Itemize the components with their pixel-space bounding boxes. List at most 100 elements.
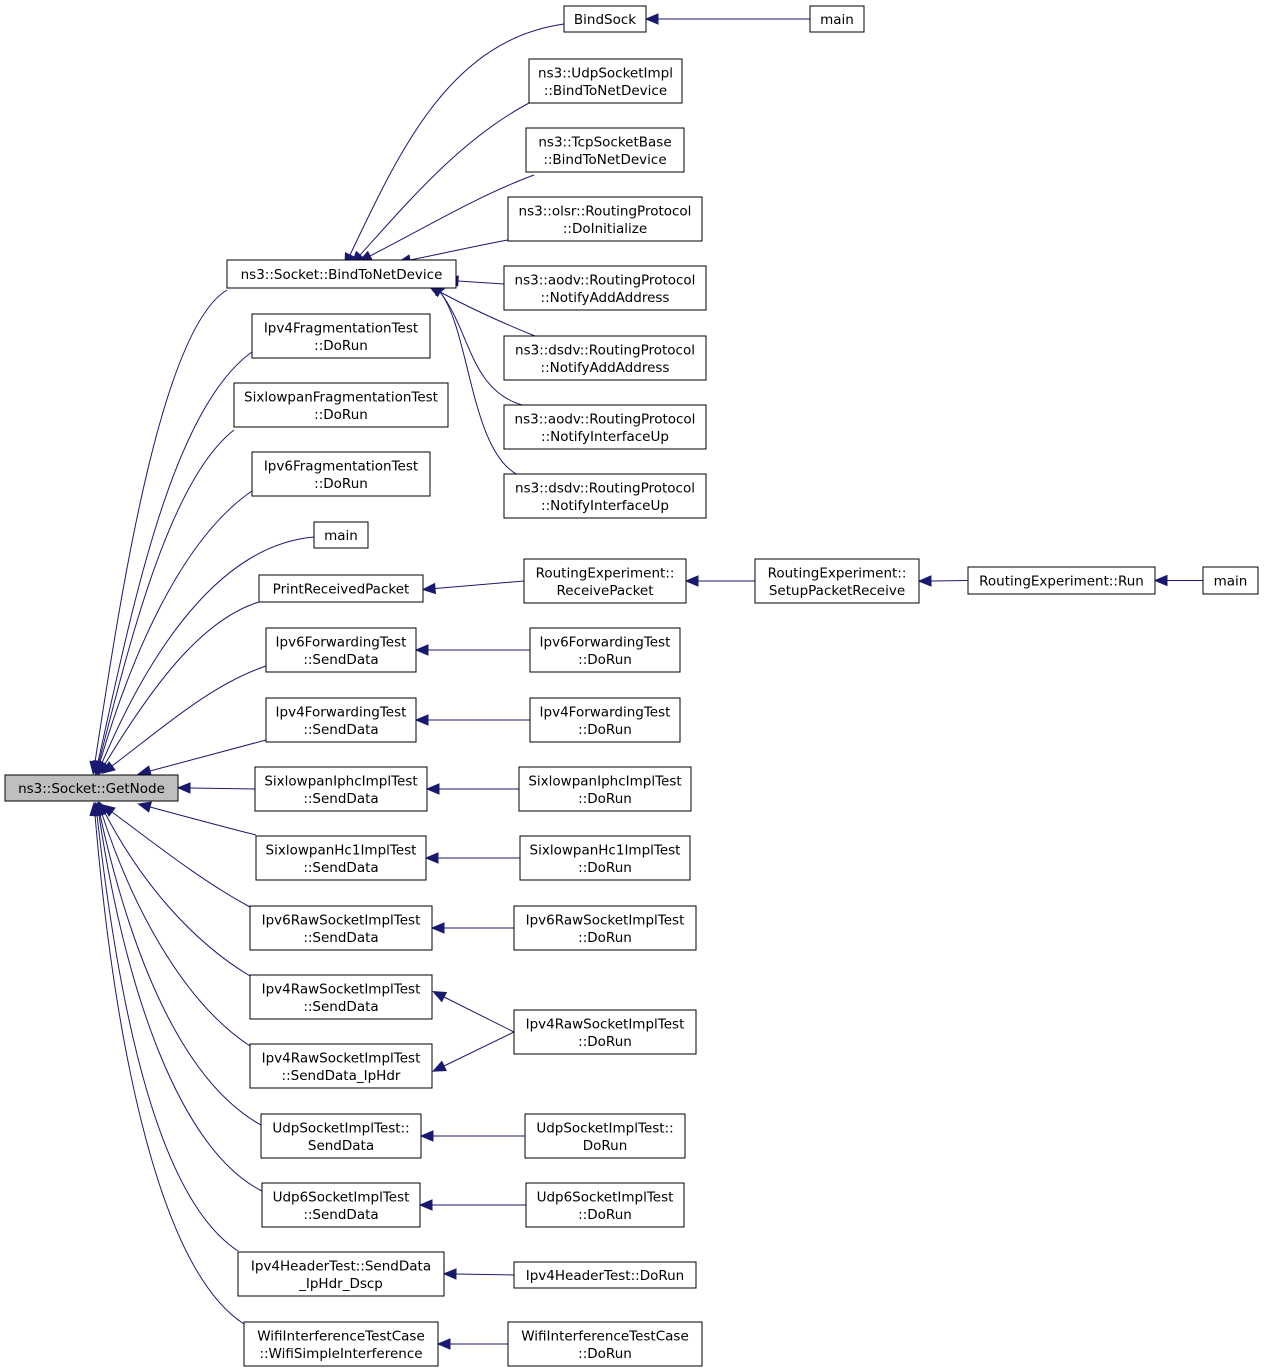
node-re_setup[interactable]: RoutingExperiment::SetupPacketReceive: [754, 558, 920, 604]
node-label: Ipv4RawSocketImplTest: [526, 1016, 685, 1032]
node-label: SixlowpanFragmentationTest: [244, 389, 438, 405]
node-label: Ipv6ForwardingTest: [276, 634, 407, 650]
node-wifi_run[interactable]: WifiInterferenceTestCase::DoRun: [507, 1321, 703, 1367]
node-label: main: [324, 528, 358, 544]
node-main_re[interactable]: main: [1202, 566, 1259, 595]
node-ipv6frag[interactable]: Ipv6FragmentationTest::DoRun: [251, 451, 431, 497]
node-olsr_init[interactable]: ns3::olsr::RoutingProtocol::DoInitialize: [507, 196, 703, 242]
nodes-layer: ns3::Socket::GetNode ns3::Socket::BindToN…: [4, 5, 1259, 1367]
node-main_bindsock[interactable]: main: [809, 5, 865, 33]
node-dsdv_addr[interactable]: ns3::dsdv::RoutingProtocol::NotifyAddAdd…: [503, 335, 707, 381]
node-label: SixlowpanHc1ImplTest: [266, 842, 417, 858]
node-label: ::SendData: [303, 860, 378, 876]
arrow-head: [432, 1060, 447, 1072]
edge-udp6_run-to-udp6_send: [418, 1199, 526, 1211]
arrow-head: [917, 575, 932, 587]
node-label: ::SendData: [303, 722, 378, 738]
node-ipv4raw_run[interactable]: Ipv4RawSocketImplTest::DoRun: [513, 1009, 697, 1055]
edge-ipv6fwd_run-to-ipv6fwd_send: [414, 644, 530, 656]
edge-ipv4hdr_run-to-ipv4hdr_send: [442, 1268, 515, 1280]
node-box: [249, 974, 433, 1020]
node-box: [528, 58, 683, 104]
node-label: _IpHdr_Dscp: [298, 1276, 383, 1292]
node-aodv_up[interactable]: ns3::aodv::RoutingProtocol::NotifyInterf…: [503, 404, 707, 450]
node-box: [233, 382, 449, 428]
node-box: [260, 1113, 422, 1159]
node-box: [249, 1043, 433, 1089]
edge-iphc_run-to-iphc_send: [425, 783, 519, 795]
node-label: UdpSocketImplTest::: [536, 1120, 673, 1136]
node-udp_send[interactable]: UdpSocketImplTest::SendData: [260, 1113, 422, 1159]
node-ipv6raw_send[interactable]: Ipv6RawSocketImplTest::SendData: [249, 905, 433, 951]
node-aodv_addr[interactable]: ns3::aodv::RoutingProtocol::NotifyAddAdd…: [503, 265, 707, 311]
edge-line: [96, 814, 239, 1252]
node-label: ::DoRun: [578, 1346, 632, 1362]
arrow-head: [424, 852, 439, 864]
node-udp6_run[interactable]: Udp6SocketImplTest::DoRun: [525, 1182, 685, 1228]
arrow-head: [436, 1338, 451, 1350]
edge-line: [98, 429, 235, 763]
node-label: main: [820, 12, 854, 28]
node-ipv4raw_send[interactable]: Ipv4RawSocketImplTest::SendData: [249, 974, 433, 1020]
node-ipv4hdr_send[interactable]: Ipv4HeaderTest::SendData_IpHdr_Dscp: [237, 1251, 445, 1297]
arrow-head: [137, 765, 152, 777]
node-iphc_send[interactable]: SixlowpanIphcImplTest::SendData: [254, 766, 428, 812]
arrow-head: [101, 761, 116, 774]
arrow-head: [442, 1268, 457, 1280]
node-label: ::DoRun: [578, 652, 632, 668]
edge-re_run-to-re_setup: [917, 575, 969, 587]
node-label: Ipv4ForwardingTest: [540, 704, 671, 720]
node-label: ::DoRun: [578, 722, 632, 738]
edge-line: [111, 811, 251, 908]
node-ipv4frag[interactable]: Ipv4FragmentationTest::DoRun: [251, 313, 431, 359]
edge-line: [359, 102, 530, 256]
arrow-head: [89, 801, 101, 816]
node-label: BindSock: [574, 12, 636, 28]
node-label: ns3::TcpSocketBase: [538, 134, 671, 150]
node-hc1_send[interactable]: SixlowpanHc1ImplTest::SendData: [255, 835, 427, 881]
node-label: ns3::Socket::BindToNetDevice: [241, 267, 443, 283]
node-re_recv[interactable]: RoutingExperiment::ReceivePacket: [523, 558, 687, 604]
node-label: ::DoRun: [314, 338, 368, 354]
node-main_mid[interactable]: main: [313, 521, 369, 549]
node-iphc_run[interactable]: SixlowpanIphcImplTest::DoRun: [518, 766, 692, 812]
node-udp_run[interactable]: UdpSocketImplTest::DoRun: [524, 1113, 686, 1159]
node-udpimpl_bind[interactable]: ns3::UdpSocketImpl::BindToNetDevice: [528, 58, 683, 104]
node-box: [524, 1113, 686, 1159]
node-box: [518, 766, 692, 812]
node-ipv6fwd_run[interactable]: Ipv6ForwardingTest::DoRun: [529, 627, 681, 673]
node-label: ReceivePacket: [556, 583, 653, 599]
node-ipv6raw_run[interactable]: Ipv6RawSocketImplTest::DoRun: [513, 905, 697, 951]
node-ipv4hdr_run[interactable]: Ipv4HeaderTest::DoRun: [513, 1261, 697, 1289]
edge-line: [98, 814, 263, 1192]
node-label: ::DoRun: [314, 407, 368, 423]
node-wifi_simple[interactable]: WifiInterferenceTestCase::WifiSimpleInte…: [243, 1321, 439, 1367]
node-label: Ipv4ForwardingTest: [276, 704, 407, 720]
edge-udpimpl_bind-to-bindtonetdevice: [351, 102, 530, 265]
node-hc1_run[interactable]: SixlowpanHc1ImplTest::DoRun: [519, 835, 691, 881]
node-sixlowfrag[interactable]: SixlowpanFragmentationTest::DoRun: [233, 382, 449, 428]
node-ipv4fwd_run[interactable]: Ipv4ForwardingTest::DoRun: [529, 697, 681, 743]
node-getnode[interactable]: ns3::Socket::GetNode: [4, 774, 179, 802]
node-ipv6fwd_send[interactable]: Ipv6ForwardingTest::SendData: [265, 627, 417, 673]
node-label: SixlowpanIphcImplTest: [528, 773, 681, 789]
node-printrecv[interactable]: PrintReceivedPacket: [258, 574, 424, 603]
edge-line: [457, 280, 505, 285]
node-ipv4fwd_send[interactable]: Ipv4ForwardingTest::SendData: [265, 697, 417, 743]
node-dsdv_up[interactable]: ns3::dsdv::RoutingProtocol::NotifyInterf…: [503, 473, 707, 519]
node-label: Ipv6RawSocketImplTest: [262, 912, 421, 928]
node-label: ::SendData: [303, 652, 378, 668]
node-label: WifiInterferenceTestCase: [521, 1328, 689, 1344]
node-bindtonetdevice[interactable]: ns3::Socket::BindToNetDevice: [226, 259, 457, 289]
node-label: ::WifiSimpleInterference: [259, 1346, 422, 1362]
node-udp6_send[interactable]: Udp6SocketImplTest::SendData: [261, 1182, 421, 1228]
node-label: ::NotifyInterfaceUp: [541, 498, 669, 514]
node-box: [258, 574, 424, 603]
arrow-head: [644, 13, 659, 25]
node-bindsock[interactable]: BindSock: [563, 5, 647, 33]
node-re_run[interactable]: RoutingExperiment::Run: [967, 566, 1156, 595]
node-ipv4raw_sendhdr[interactable]: Ipv4RawSocketImplTest::SendData_IpHdr: [249, 1043, 433, 1089]
edge-line: [369, 174, 535, 257]
node-tcpbase_bind[interactable]: ns3::TcpSocketBase::BindToNetDevice: [525, 127, 685, 173]
edge-line: [149, 806, 257, 836]
